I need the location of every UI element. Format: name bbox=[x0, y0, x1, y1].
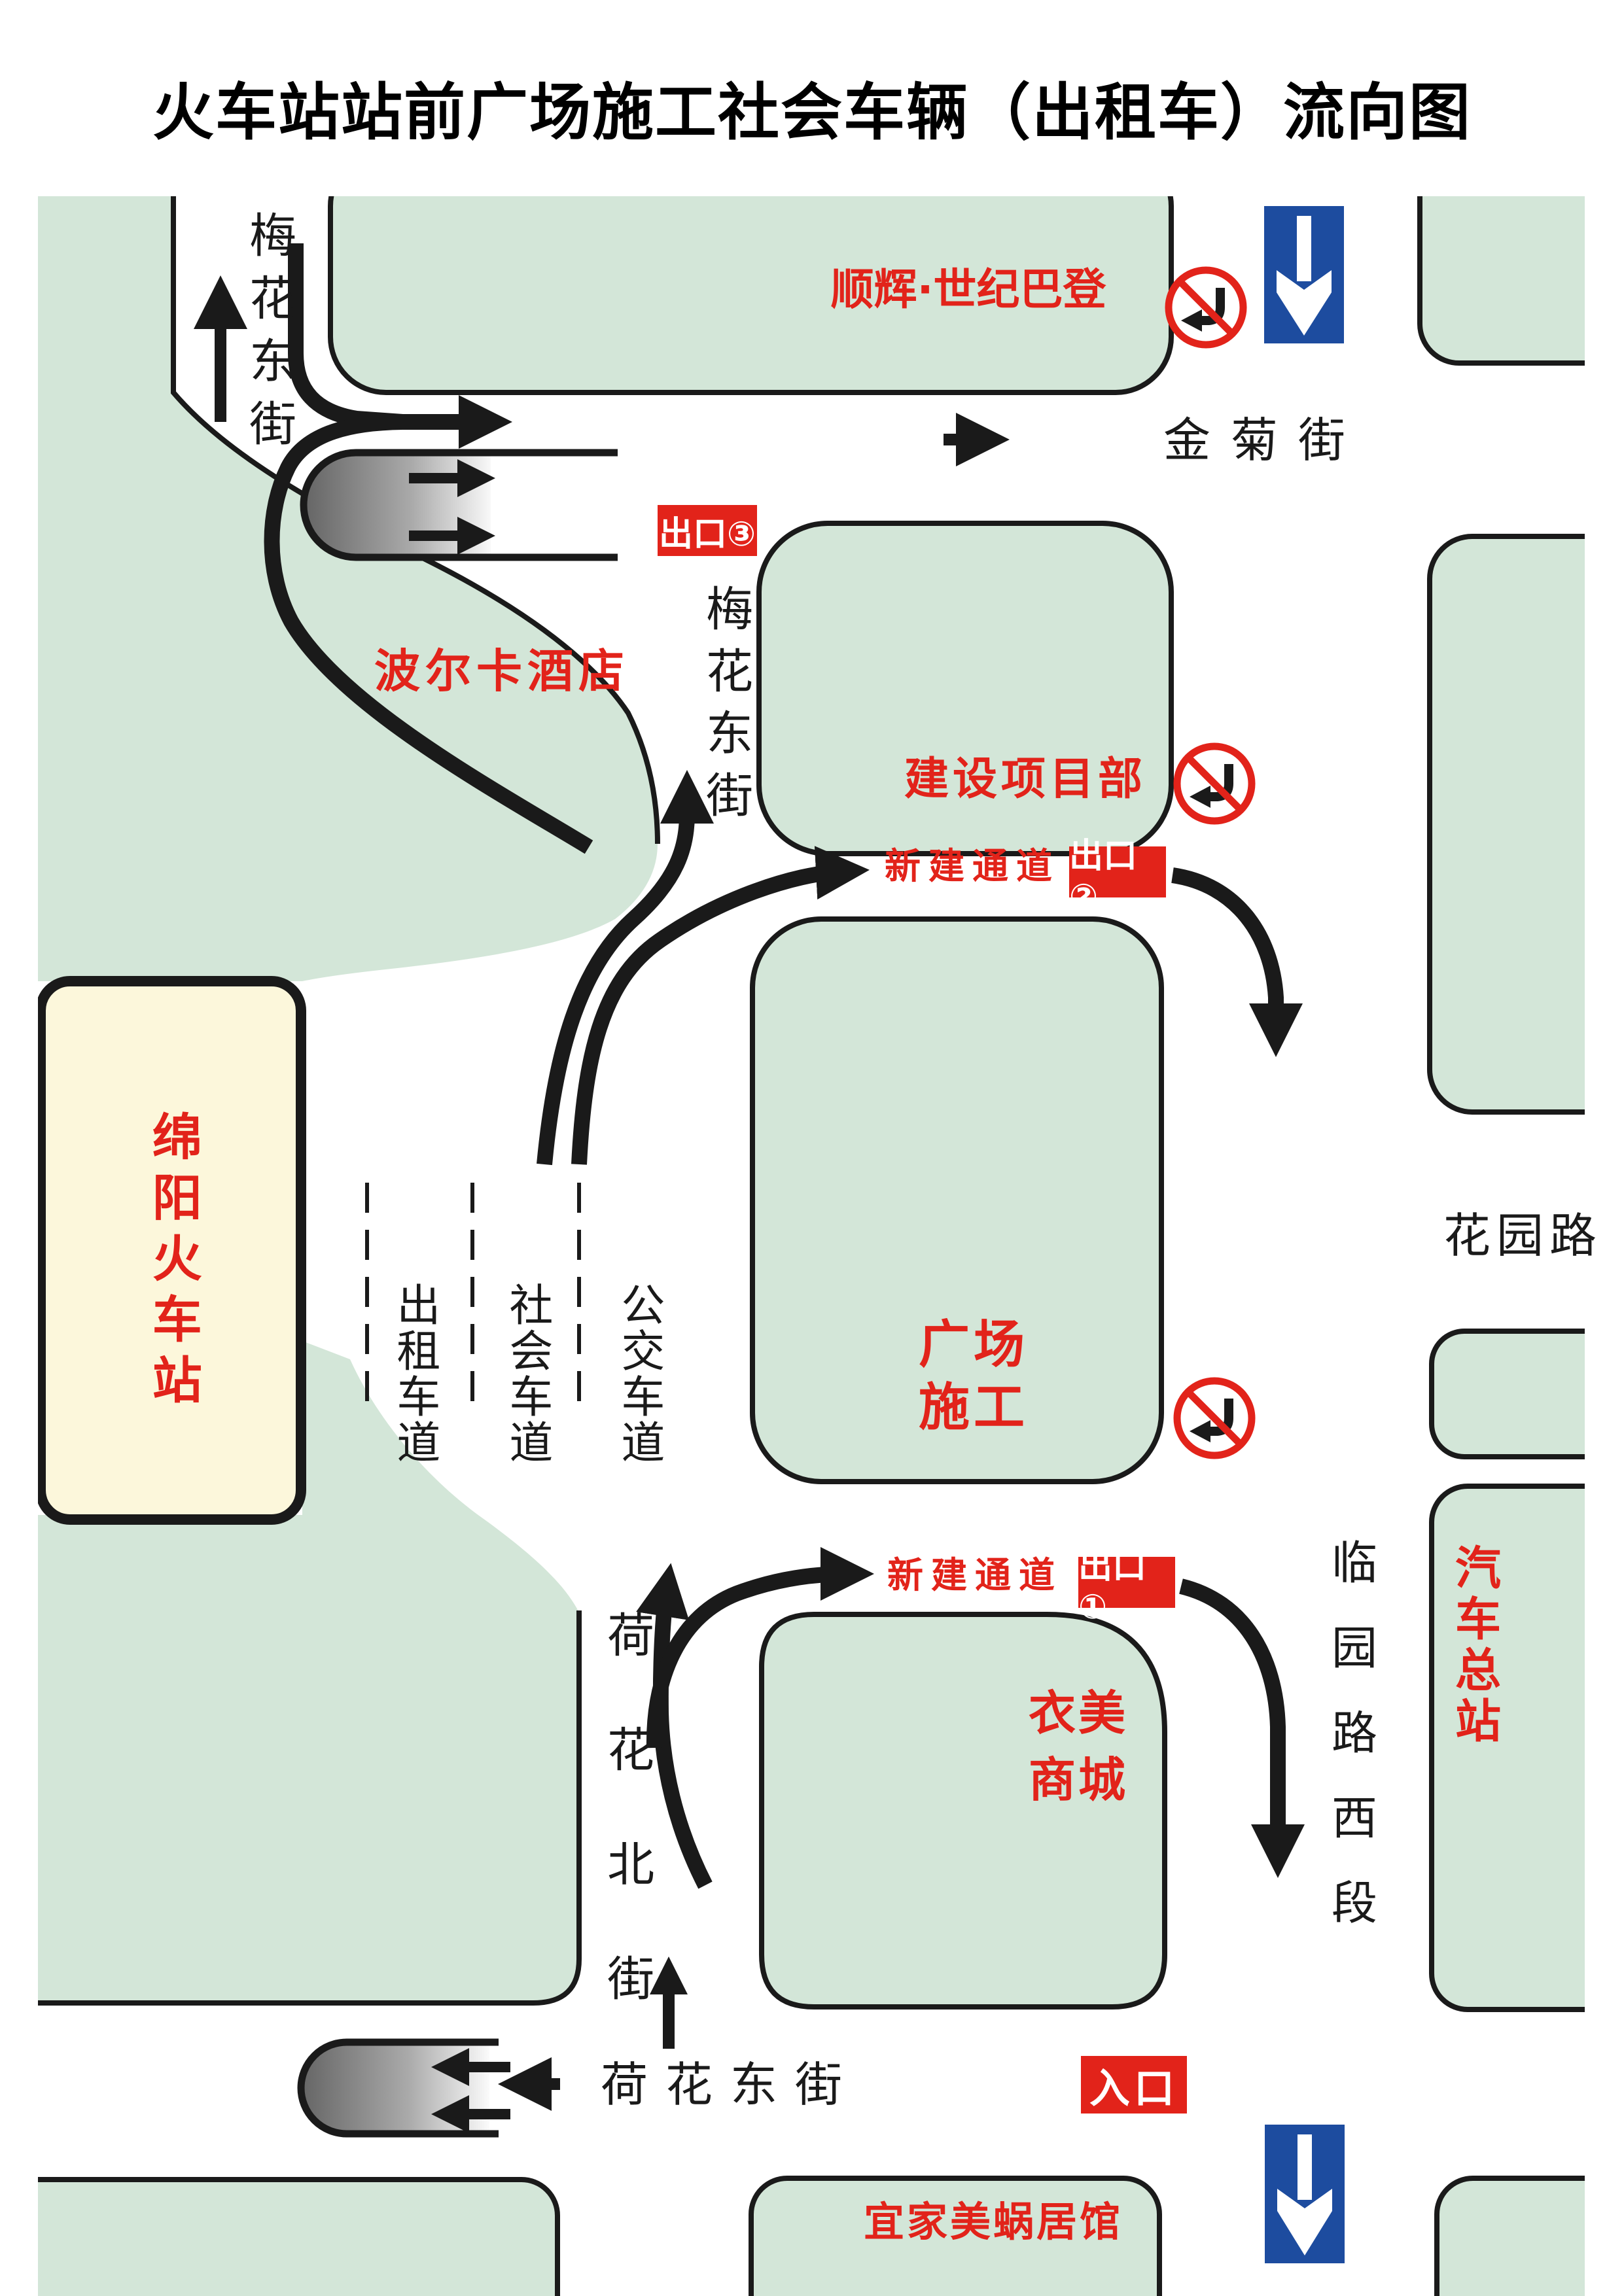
exit2-curve-arrow bbox=[1171, 867, 1303, 1057]
block-top-right bbox=[1417, 196, 1585, 366]
place-label-station: 绵阳火车站 bbox=[143, 1111, 202, 1415]
lane-label-bus: 公交车道 bbox=[614, 1282, 665, 1465]
tunnel-underpass-top bbox=[304, 453, 491, 557]
tunnel-top-border bbox=[300, 449, 618, 561]
tunnel-underpass-bottom bbox=[301, 2042, 489, 2134]
block-right-small bbox=[1429, 1329, 1585, 1459]
block-bottom-left bbox=[38, 2177, 560, 2296]
street-label-hehuabei: 荷花北街 bbox=[599, 1610, 654, 2068]
exit1-badge: 出口① bbox=[1078, 1547, 1175, 1627]
flow-arrow-new-passage-upper bbox=[571, 846, 870, 1165]
road-edge-hehuabei bbox=[38, 1610, 582, 2006]
place-label-bus-terminal: 汽车总站 bbox=[1447, 1544, 1502, 1748]
road-edge-meihua bbox=[171, 196, 660, 844]
one-way-down-sign-top bbox=[1264, 206, 1344, 343]
place-label-shunhui: 顺辉·世纪巴登 bbox=[830, 264, 1106, 315]
street-label-linyuan: 临园路西段 bbox=[1324, 1539, 1378, 1964]
block-bus-terminal bbox=[1429, 1484, 1585, 2012]
block-left-upper bbox=[38, 196, 658, 981]
place-label-jianshe: 建设项目部 bbox=[904, 754, 1147, 805]
exit3-badge: 出口③ bbox=[658, 505, 757, 556]
exit1-curve-arrow bbox=[1178, 1578, 1305, 1878]
no-left-turn-sign-3 bbox=[1173, 1377, 1256, 1459]
block-railway-station bbox=[38, 976, 306, 1525]
one-way-down-sign-bottom bbox=[1265, 2125, 1345, 2263]
block-yimei bbox=[759, 1612, 1167, 2009]
entrance-badge: 入口 bbox=[1081, 2056, 1187, 2113]
no-left-turn-sign-1 bbox=[1165, 266, 1247, 349]
flow-merge-from-north bbox=[288, 243, 403, 430]
no-left-turn-sign-2 bbox=[1173, 742, 1256, 825]
block-bottom-right bbox=[1434, 2176, 1585, 2296]
place-label-yimei-line1: 衣美 bbox=[1028, 1686, 1128, 1741]
block-guangchang bbox=[750, 916, 1164, 1484]
new-passage-label-upper: 新建通道 bbox=[885, 845, 1061, 887]
block-left-lower bbox=[38, 1341, 579, 2003]
block-yijia bbox=[749, 2176, 1162, 2296]
street-label-meihua-north: 梅花东街 bbox=[241, 211, 296, 462]
place-label-polka-hotel: 波尔卡酒店 bbox=[374, 644, 629, 698]
page-title: 火车站站前广场施工社会车辆（出租车）流向图 bbox=[152, 77, 1472, 148]
place-label-yimei-line2: 商城 bbox=[1028, 1752, 1128, 1807]
block-right-mid bbox=[1427, 534, 1585, 1115]
flow-arrow-up-meihua-south bbox=[537, 770, 714, 1166]
lane-label-taxi: 出租车道 bbox=[389, 1282, 441, 1465]
street-label-jinju: 金菊街 bbox=[1163, 413, 1366, 468]
place-label-guangchang-line1: 广场 bbox=[918, 1315, 1029, 1374]
block-shunhui bbox=[328, 196, 1174, 395]
flow-arrow-to-jinju bbox=[264, 395, 593, 854]
street-label-hehuadong: 荷花东街 bbox=[601, 2057, 860, 2112]
lane-label-social: 社会车道 bbox=[502, 1282, 554, 1465]
exit2-badge: 出口② bbox=[1069, 837, 1166, 916]
flow-arrow-new-passage-lower bbox=[646, 1547, 874, 1748]
tunnel-bottom-border bbox=[297, 2038, 499, 2138]
street-label-meihua-south: 梅花东街 bbox=[697, 584, 753, 833]
new-passage-label-lower: 新建通道 bbox=[887, 1554, 1063, 1596]
place-label-yijia: 宜家美蜗居馆 bbox=[864, 2198, 1123, 2246]
street-label-huayuan: 花园路 bbox=[1443, 1208, 1603, 1263]
place-label-guangchang-line2: 施工 bbox=[918, 1378, 1029, 1437]
block-jianshe bbox=[756, 521, 1174, 856]
